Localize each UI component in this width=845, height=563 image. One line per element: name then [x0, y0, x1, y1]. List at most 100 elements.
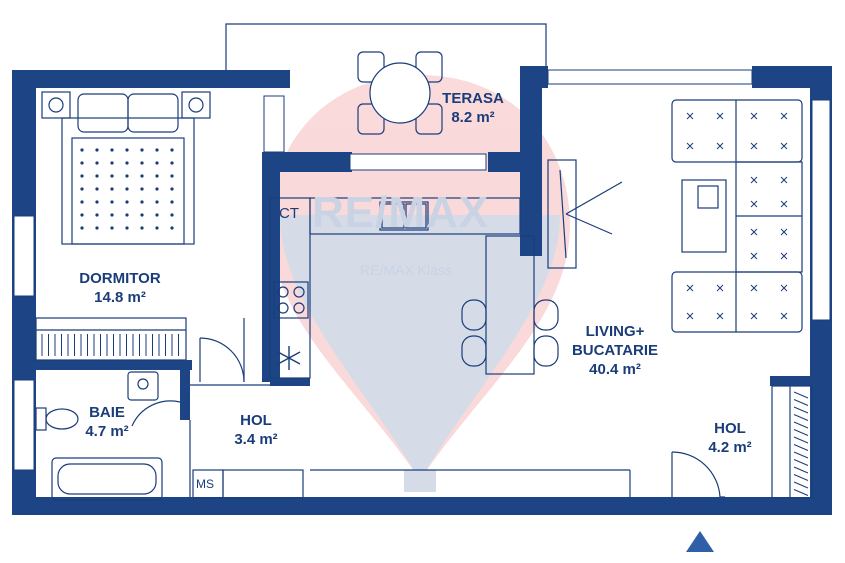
hanger [793, 406, 809, 414]
stitch [686, 312, 694, 320]
quilt-dot [80, 148, 84, 152]
stitch [750, 284, 758, 292]
hanger [793, 429, 809, 436]
bathroom-fixtures [35, 371, 181, 501]
quilt-dot [110, 174, 114, 178]
hanger [793, 414, 809, 421]
quilt-dot [140, 187, 144, 191]
room-living: LIVING+ BUCATARIE 40.4 m² [560, 323, 670, 379]
quilt-dot [170, 174, 174, 178]
quilt-dot [95, 213, 99, 217]
quilt-dot [95, 174, 99, 178]
room-hol-right: HOL 4.2 m² [692, 420, 768, 458]
room-hol-right-area: 4.2 m² [708, 438, 752, 456]
quilt-dot [110, 226, 114, 230]
quilt-dot [155, 187, 159, 191]
stitch [750, 112, 758, 120]
quilt-dot [95, 200, 99, 204]
ms-label: MS [196, 477, 214, 491]
quilt-dot [140, 174, 144, 178]
stitch [750, 176, 758, 184]
quilt-dot [125, 226, 129, 230]
quilt-dot [170, 200, 174, 204]
entrance-door [671, 451, 725, 498]
room-baie-area: 4.7 m² [85, 422, 129, 440]
stitch [716, 142, 724, 150]
room-baie-name: BAIE [89, 404, 125, 421]
hanger [793, 444, 809, 451]
room-dormitor: DORMITOR 14.8 m² [60, 270, 180, 308]
quilt-dot [170, 226, 174, 230]
kitchen-counter [269, 197, 535, 379]
room-living-name-2: BUCATARIE [571, 341, 659, 359]
quilt-dot [110, 161, 114, 165]
tv-unit [547, 159, 623, 269]
remax-balloon-watermark [270, 75, 570, 492]
quilt-dot [125, 200, 129, 204]
stitch [780, 284, 788, 292]
hanger [793, 489, 809, 496]
quilt-dot [140, 200, 144, 204]
wardrobe-bedroom [35, 317, 187, 361]
hanger [793, 391, 809, 399]
quilt-dot [80, 226, 84, 230]
stitch [780, 142, 788, 150]
ms-closet [192, 469, 304, 499]
room-living-area: 40.4 m² [589, 360, 641, 378]
stitch [716, 284, 724, 292]
quilt-dot [125, 174, 129, 178]
room-terasa: TERASA 8.2 m² [428, 90, 518, 128]
quilt-dot [170, 161, 174, 165]
stitch [750, 312, 758, 320]
hanger [793, 436, 809, 444]
stitch [750, 228, 758, 236]
stitch [686, 112, 694, 120]
quilt-dot [170, 213, 174, 217]
room-hol-center: HOL 3.4 m² [218, 412, 294, 450]
quilt-dot [155, 226, 159, 230]
quilt-dot [110, 213, 114, 217]
quilt-dot [170, 187, 174, 191]
quilt-dot [95, 148, 99, 152]
ct-label: CT [279, 205, 299, 222]
quilt-dot [170, 148, 174, 152]
quilt-dot [80, 213, 84, 217]
bed-quilt-dots [80, 148, 174, 230]
quilt-dot [140, 148, 144, 152]
stitch [750, 142, 758, 150]
quilt-dot [140, 226, 144, 230]
stitch [750, 252, 758, 260]
windows [13, 69, 831, 471]
entrance-arrow-icon [686, 531, 714, 552]
stitch [686, 284, 694, 292]
quilt-dot [140, 213, 144, 217]
bedroom-door [199, 318, 245, 383]
room-hol-center-area: 3.4 m² [234, 430, 278, 448]
quilt-dot [125, 161, 129, 165]
quilt-dot [155, 161, 159, 165]
stitch [780, 112, 788, 120]
room-baie: BAIE 4.7 m² [72, 404, 142, 442]
quilt-dot [80, 200, 84, 204]
hanger [793, 399, 809, 406]
hanger [793, 451, 809, 459]
room-terasa-area: 8.2 m² [451, 108, 495, 126]
remax-watermark-logo: RE/MAX [312, 188, 490, 237]
remax-watermark-sub: RE/MAX Klass [360, 262, 452, 278]
quilt-dot [125, 148, 129, 152]
room-hol-right-name: HOL [714, 420, 746, 437]
quilt-dot [140, 161, 144, 165]
quilt-dot [155, 148, 159, 152]
quilt-dot [95, 187, 99, 191]
hanger [793, 421, 809, 429]
stitch [780, 228, 788, 236]
stitch [780, 200, 788, 208]
stitch [716, 312, 724, 320]
hanger [793, 474, 809, 481]
stitch [686, 142, 694, 150]
room-terasa-name: TERASA [442, 90, 504, 107]
snowflake-icon [277, 346, 301, 370]
quilt-dot [80, 174, 84, 178]
quilt-dot [95, 226, 99, 230]
